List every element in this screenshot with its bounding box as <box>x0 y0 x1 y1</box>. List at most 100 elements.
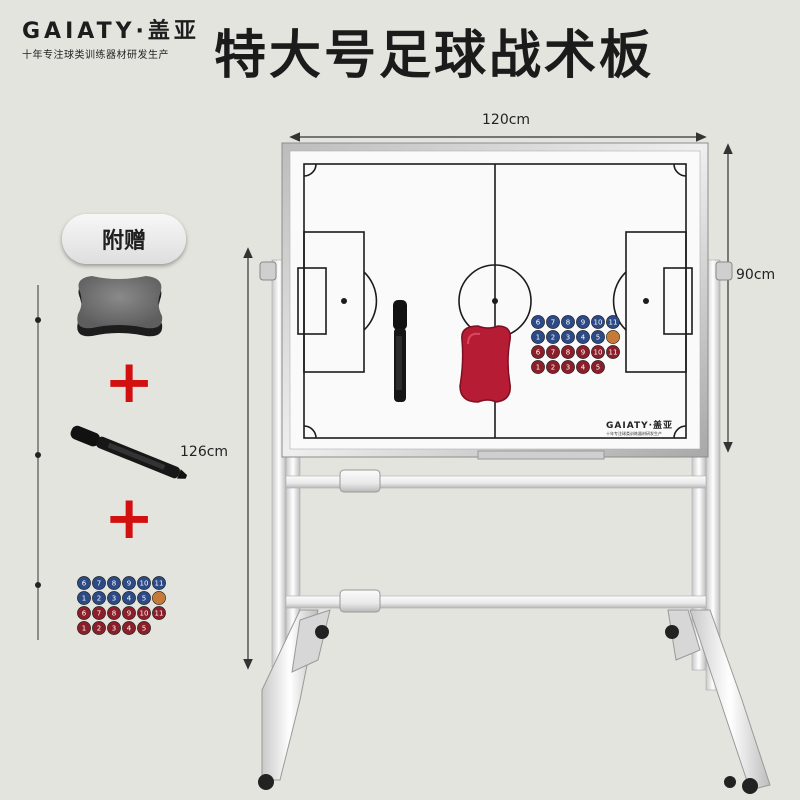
magnet-disc <box>561 360 575 374</box>
goalkeeper-magnet <box>606 330 620 344</box>
magnet-disc <box>546 345 560 359</box>
magnet-disc <box>546 330 560 344</box>
magnet-number: 1 <box>82 595 86 603</box>
magnet-number: 7 <box>97 580 101 588</box>
brand-logo-text: GAIATY·盖亚 <box>22 19 200 44</box>
plus-icon: + <box>104 347 155 417</box>
magnet-disc <box>531 330 545 344</box>
magnet-number: 4 <box>581 334 586 342</box>
magnet-disc <box>591 315 605 329</box>
magnet-disc <box>77 576 91 590</box>
magnet-disc <box>107 591 121 605</box>
magnet-disc <box>107 576 121 590</box>
magnet-number: 9 <box>127 610 131 618</box>
gift-eraser-icon <box>77 276 163 337</box>
magnet-disc <box>546 360 560 374</box>
magnet-number: 8 <box>566 319 570 327</box>
dimension-stand-label: 126cm <box>180 444 229 460</box>
magnet-number: 6 <box>536 319 541 327</box>
magnet-number: 7 <box>551 319 555 327</box>
brand-tagline: 十年专注球类训练器材研发生产 <box>22 50 169 61</box>
magnet-number: 8 <box>112 580 116 588</box>
magnet-disc <box>92 576 106 590</box>
goalkeeper-magnet <box>152 591 166 605</box>
magnet-number: 2 <box>551 364 555 372</box>
stand-frame <box>258 259 771 794</box>
magnet-disc <box>122 606 136 620</box>
magnet-disc <box>107 621 121 635</box>
magnet-number: 2 <box>97 625 101 633</box>
magnet-disc <box>137 591 151 605</box>
magnet-number: 11 <box>609 349 618 357</box>
dimension-width-label: 120cm <box>482 112 531 128</box>
magnet-disc <box>77 591 91 605</box>
magnet-disc <box>92 606 106 620</box>
magnet-disc <box>576 360 590 374</box>
magnet-number: 9 <box>581 349 585 357</box>
magnet-number: 1 <box>536 364 540 372</box>
magnet-number: 11 <box>609 319 618 327</box>
magnet-disc <box>77 621 91 635</box>
magnet-number: 7 <box>97 610 101 618</box>
magnet-number: 7 <box>551 349 555 357</box>
plus-icon: + <box>104 483 155 553</box>
magnet-disc <box>576 330 590 344</box>
magnet-disc <box>137 621 151 635</box>
magnet-disc <box>137 576 151 590</box>
magnet-disc <box>92 591 106 605</box>
magnet-number: 5 <box>596 334 600 342</box>
magnet-number: 3 <box>112 625 116 633</box>
magnet-disc <box>561 315 575 329</box>
magnet-number: 1 <box>536 334 540 342</box>
magnet-number: 1 <box>82 625 86 633</box>
magnet-number: 10 <box>140 610 149 618</box>
magnet-number: 10 <box>594 319 603 327</box>
magnet-disc <box>77 606 91 620</box>
magnet-number: 3 <box>566 364 570 372</box>
magnet-disc <box>137 606 151 620</box>
magnet-disc <box>591 360 605 374</box>
magnet-number: 9 <box>581 319 585 327</box>
dimension-height-label: 90cm <box>736 267 776 283</box>
tactics-board <box>281 142 709 460</box>
magnet-number: 5 <box>142 625 146 633</box>
magnet-disc <box>531 315 545 329</box>
board-logo-sub: 十年专注球类训练器材研发生产 <box>606 431 662 436</box>
magnet-disc <box>591 330 605 344</box>
magnet-disc <box>152 576 166 590</box>
magnet-number: 5 <box>142 595 146 603</box>
product-title: 特大号足球战术板 <box>214 26 655 86</box>
magnet-disc <box>152 606 166 620</box>
board-marker-icon <box>393 300 407 402</box>
magnet-number: 5 <box>596 364 600 372</box>
magnet-disc <box>606 315 620 329</box>
board-logo: GAIATY·盖亚 十年专注球类训练器材研发生产 <box>606 418 673 437</box>
magnet-disc <box>122 576 136 590</box>
magnet-number: 11 <box>155 580 164 588</box>
magnet-disc <box>122 591 136 605</box>
magnet-disc <box>92 621 106 635</box>
magnet-number: 4 <box>581 364 586 372</box>
board-logo-text: GAIATY·盖亚 <box>606 421 674 431</box>
magnet-disc <box>531 345 545 359</box>
magnet-disc <box>546 315 560 329</box>
gift-marker-icon <box>70 425 188 479</box>
magnet-number: 2 <box>551 334 555 342</box>
board-eraser-icon <box>459 325 511 403</box>
magnet-number: 10 <box>594 349 603 357</box>
magnet-disc <box>561 345 575 359</box>
magnet-disc <box>591 345 605 359</box>
magnet-disc <box>561 330 575 344</box>
magnet-number: 6 <box>536 349 541 357</box>
gift-badge: 附赠 <box>62 214 186 264</box>
magnet-disc <box>606 345 620 359</box>
magnet-number: 6 <box>82 580 87 588</box>
magnet-number: 9 <box>127 580 131 588</box>
magnet-number: 10 <box>140 580 149 588</box>
brand-logo: GAIATY·盖亚 十年专注球类训练器材研发生产 <box>22 19 200 62</box>
magnet-number: 2 <box>97 595 101 603</box>
